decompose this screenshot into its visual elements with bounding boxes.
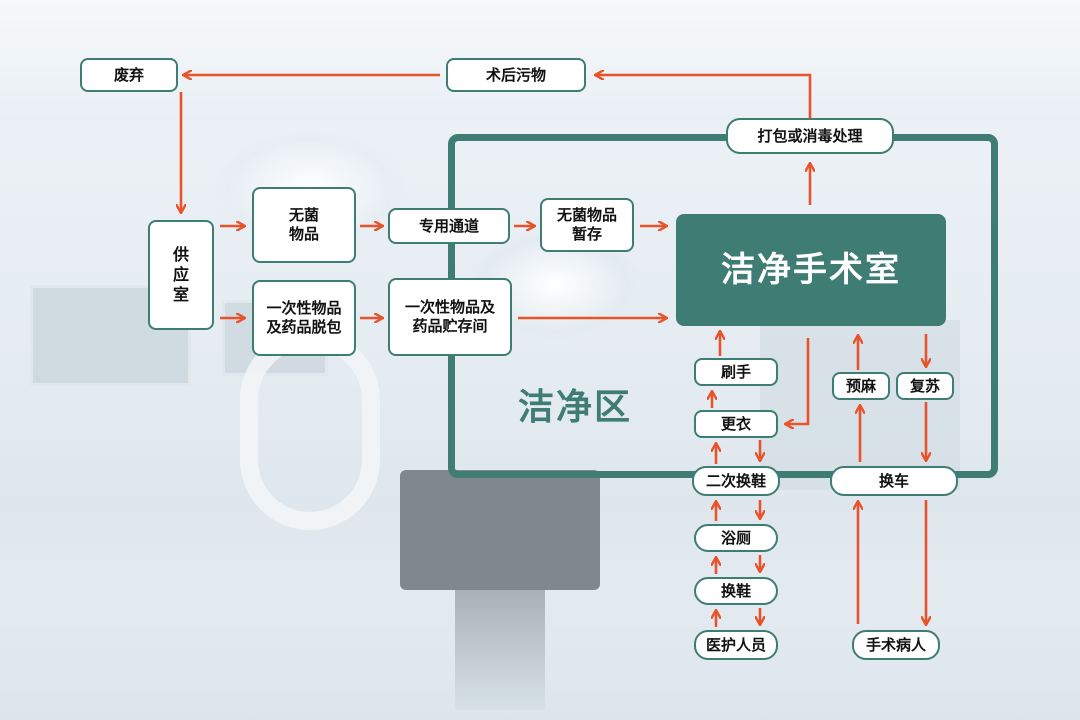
scrub-hands-node: 刷手 [694, 358, 778, 386]
dedicated-channel-node: 专用通道 [388, 208, 510, 244]
pack-disinfect-node: 打包或消毒处理 [726, 118, 894, 154]
sterile-temp-storage-node: 无菌物品 暂存 [540, 198, 634, 252]
shoe-change-node: 换鞋 [694, 577, 778, 605]
discard-node: 废弃 [80, 58, 178, 92]
disposable-storage-node: 一次性物品及 药品贮存间 [388, 278, 512, 356]
change-clothes-node: 更衣 [694, 410, 778, 438]
clean-operating-room-node: 洁净手术室 [676, 214, 946, 326]
post-op-waste-node: 术后污物 [446, 58, 586, 92]
operating-table [400, 470, 600, 590]
pack-to-post-op-waste-arrow [596, 75, 812, 118]
surgical-patient-node: 手术病人 [852, 630, 940, 660]
bathroom-node: 浴厕 [694, 524, 778, 552]
pre-anesthesia-node: 预麻 [832, 372, 890, 400]
recovery-node: 复苏 [896, 372, 954, 400]
disposable-unpack-node: 一次性物品 及药品脱包 [252, 280, 356, 356]
second-shoe-change-node: 二次换鞋 [692, 466, 780, 496]
sterile-items-node: 无菌 物品 [252, 187, 356, 263]
clean-zone-label: 洁净区 [518, 387, 633, 428]
supply-room-node: 供 应 室 [148, 220, 214, 330]
medical-staff-node: 医护人员 [694, 630, 778, 660]
or-to-change-clothes-arrow [786, 338, 810, 424]
cart-change-node: 换车 [830, 466, 958, 496]
